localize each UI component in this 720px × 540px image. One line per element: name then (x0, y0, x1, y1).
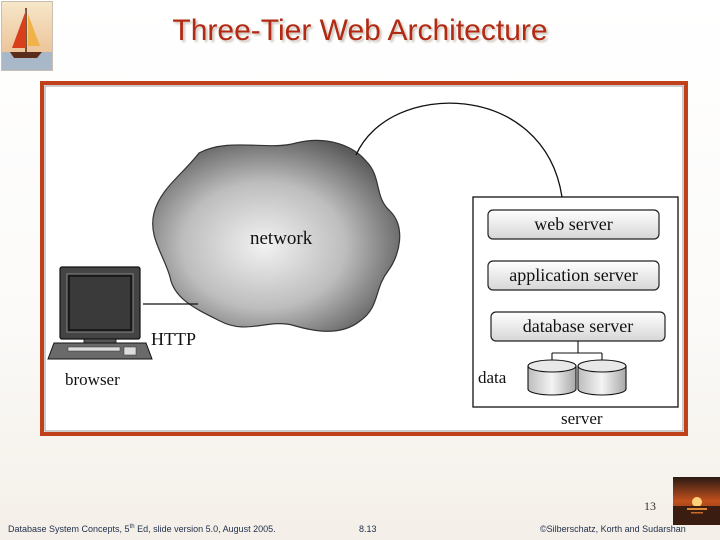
tier-application-server: application server (487, 260, 660, 291)
tier-label: database server (523, 316, 633, 336)
tier-web-server: web server (487, 209, 660, 240)
sunset-image (673, 477, 720, 525)
sailboat-logo (1, 1, 53, 71)
browser-computer-icon (47, 266, 153, 360)
browser-label: browser (65, 370, 120, 389)
footer-citation-suffix: Ed, slide version 5.0, August 2005. (134, 524, 276, 534)
tier-label: application server (509, 265, 637, 285)
tier-database-server: database server (490, 311, 666, 342)
footer-copyright: ©Silberschatz, Korth and Sudarshan (540, 524, 686, 534)
footer-citation-prefix: Database System Concepts, 5 (8, 524, 130, 534)
server-label: server (561, 409, 603, 428)
network-server-link (355, 102, 563, 198)
footer-citation-superscript: th (129, 524, 135, 530)
architecture-diagram: network browser HTTP web server applicat… (40, 81, 688, 436)
slide-title: Three-Tier Web Architecture (172, 14, 548, 47)
page-number: 13 (644, 499, 656, 513)
tier-label: web server (534, 214, 612, 234)
network-label: network (250, 228, 313, 249)
network-cloud (152, 139, 401, 332)
data-label: data (478, 368, 507, 387)
database-disk-icon (527, 359, 577, 396)
disk-connectors (551, 341, 603, 360)
http-label: HTTP (151, 329, 196, 349)
footer-citation: Database System Concepts, 5th Ed, slide … (8, 524, 276, 534)
database-disk-icon (577, 359, 627, 396)
figure-inner-border (44, 85, 684, 432)
footer-slide-number: 8.13 (359, 524, 377, 534)
